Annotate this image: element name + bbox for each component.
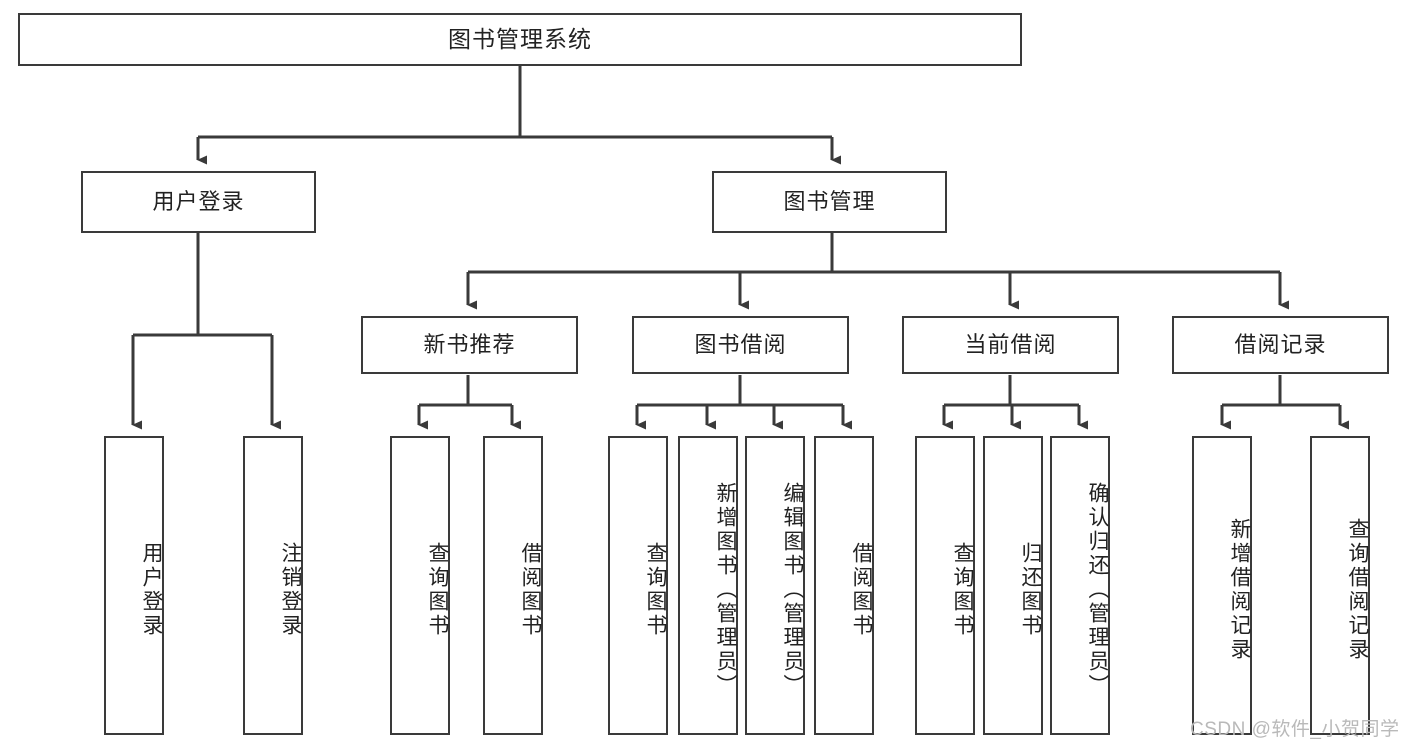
leaf-query-borrow-record[interactable]: 查询借阅记录 [1310,436,1370,735]
leaf-borrow-book[interactable]: 借阅图书 [814,436,874,735]
leaf-return-book[interactable]: 归还图书 [983,436,1043,735]
csdn-watermark: CSDN @软件_小贺同学 [1190,719,1400,740]
leaf-query-book-current[interactable]: 查询图书 [915,436,975,735]
leaf-query-book-recommend[interactable]: 查询图书 [390,436,450,735]
leaf-query-book-borrow[interactable]: 查询图书 [608,436,668,735]
leaf-add-borrow-record[interactable]: 新增借阅记录 [1192,436,1252,735]
node-current-borrow[interactable]: 当前借阅 [902,316,1119,374]
leaf-logout[interactable]: 注销登录 [243,436,303,735]
node-root-system[interactable]: 图书管理系统 [18,13,1022,66]
node-book-borrow[interactable]: 图书借阅 [632,316,849,374]
node-new-book-recommend[interactable]: 新书推荐 [361,316,578,374]
node-user-login[interactable]: 用户登录 [81,171,316,233]
leaf-add-book-admin[interactable]: 新增图书（管理员） [678,436,738,735]
leaf-user-login[interactable]: 用户登录 [104,436,164,735]
leaf-borrow-book-recommend[interactable]: 借阅图书 [483,436,543,735]
leaf-confirm-return-admin[interactable]: 确认归还（管理员） [1050,436,1110,735]
node-borrow-record[interactable]: 借阅记录 [1172,316,1389,374]
node-book-management[interactable]: 图书管理 [712,171,947,233]
leaf-edit-book-admin[interactable]: 编辑图书（管理员） [745,436,805,735]
